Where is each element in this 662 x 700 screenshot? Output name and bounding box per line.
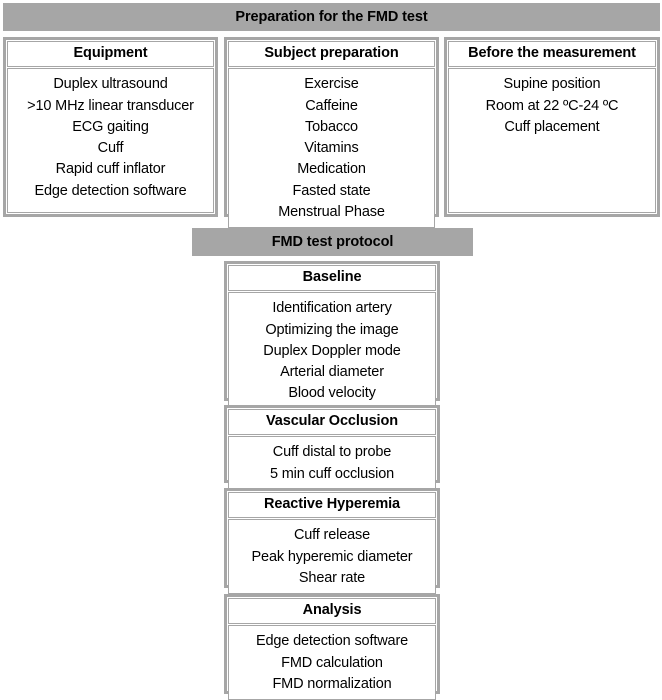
list-item: Vitamins <box>304 140 359 157</box>
list-item: >10 MHz linear transducer <box>27 97 194 114</box>
list-item: Exercise <box>304 76 359 93</box>
panel-analysis-title: Analysis <box>228 598 436 625</box>
list-item: Identification artery <box>272 300 392 317</box>
preparation-banner-label: Preparation for the FMD test <box>235 9 428 25</box>
panel-baseline-title: Baseline <box>228 265 436 292</box>
list-item: Cuff release <box>293 527 371 544</box>
list-item: Blood velocity <box>288 385 376 402</box>
protocol-banner: FMD test protocol <box>192 228 473 256</box>
list-item: Cuff distal to probe <box>272 444 392 461</box>
protocol-banner-label: FMD test protocol <box>271 234 394 250</box>
panel-equipment-title: Equipment <box>7 41 214 68</box>
panel-analysis-body: Edge detection software FMD calculation … <box>228 625 436 700</box>
panel-vascular-occlusion-title: Vascular Occlusion <box>228 409 436 436</box>
panel-reactive-hyperemia-title: Reactive Hyperemia <box>228 492 436 519</box>
panel-before-the-measurement-body: Supine position Room at 22 ºC-24 ºC Cuff… <box>448 68 656 213</box>
list-item: Cuff <box>97 140 124 157</box>
list-item: FMD calculation <box>281 654 383 671</box>
panel-baseline: Baseline Identification artery Optimizin… <box>224 261 440 410</box>
list-item: Edge detection software <box>255 633 409 650</box>
panel-analysis: Analysis Edge detection software FMD cal… <box>224 594 440 700</box>
list-item: Peak hyperemic diameter <box>251 548 413 565</box>
list-item: Medication <box>297 161 366 178</box>
panel-vascular-occlusion: Vascular Occlusion Cuff distal to probe … <box>224 405 440 490</box>
list-item: Duplex Doppler mode <box>263 342 401 359</box>
panel-before-the-measurement-title: Before the measurement <box>448 41 656 68</box>
panel-vascular-occlusion-body: Cuff distal to probe 5 min cuff occlusio… <box>228 436 436 490</box>
panel-subject-preparation-body: Exercise Caffeine Tobacco Vitamins Medic… <box>228 68 435 229</box>
list-item: Arterial diameter <box>280 364 384 381</box>
panel-equipment-body: Duplex ultrasound >10 MHz linear transdu… <box>7 68 214 213</box>
list-item: Duplex ultrasound <box>53 76 168 93</box>
list-item: Shear rate <box>298 569 366 586</box>
list-item: Rapid cuff inflator <box>55 161 166 178</box>
preparation-banner: Preparation for the FMD test <box>3 3 660 31</box>
list-item: Tobacco <box>305 118 358 135</box>
panel-equipment: Equipment Duplex ultrasound >10 MHz line… <box>3 37 218 217</box>
list-item: Edge detection software <box>34 182 187 199</box>
panel-reactive-hyperemia: Reactive Hyperemia Cuff release Peak hyp… <box>224 488 440 595</box>
list-item: Supine position <box>503 76 601 93</box>
list-item: Room at 22 ºC-24 ºC <box>485 97 619 114</box>
list-item: Fasted state <box>292 182 371 199</box>
panel-reactive-hyperemia-body: Cuff release Peak hyperemic diameter She… <box>228 519 436 595</box>
panel-subject-preparation: Subject preparation Exercise Caffeine To… <box>224 37 439 229</box>
list-item: 5 min cuff occlusion <box>269 465 395 482</box>
list-item: FMD normalization <box>272 675 392 692</box>
panel-subject-preparation-title: Subject preparation <box>228 41 435 68</box>
panel-before-the-measurement: Before the measurement Supine position R… <box>444 37 660 217</box>
list-item: Optimizing the image <box>265 321 399 338</box>
list-item: Cuff placement <box>504 118 600 135</box>
panel-baseline-body: Identification artery Optimizing the ima… <box>228 292 436 410</box>
list-item: Caffeine <box>305 97 358 114</box>
list-item: ECG gaiting <box>72 118 149 135</box>
list-item: Menstrual Phase <box>278 204 385 221</box>
